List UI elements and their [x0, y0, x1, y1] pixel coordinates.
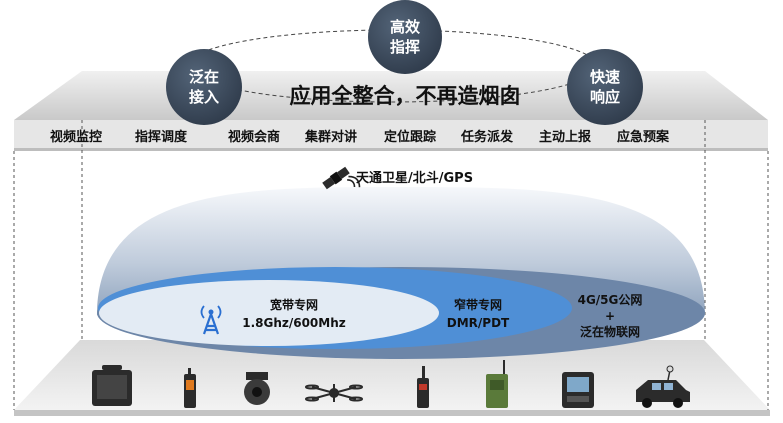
- handheld-radio-icon: [417, 366, 429, 408]
- narrowband-subtitle: DMR/PDT: [447, 316, 510, 330]
- capability-video-conference: 视频会商: [228, 129, 280, 145]
- dome-camera-icon: [244, 372, 270, 405]
- badge-response-line1: 快速: [590, 68, 620, 86]
- public-network-line2: +: [605, 309, 615, 323]
- satellite-label: 天通卫星/北斗/GPS: [356, 170, 473, 186]
- coverage-dome: [97, 186, 705, 359]
- badge-access-line1: 泛在: [189, 68, 219, 86]
- badge-efficient-command: [368, 0, 442, 74]
- dashed-frame: [13, 120, 769, 410]
- rugged-terminal-icon: [562, 372, 594, 408]
- capability-trunking-intercom: 集群对讲: [304, 129, 357, 145]
- broadband-frequency: 1.8Ghz/600Mhz: [242, 316, 346, 330]
- capability-emergency-plan: 应急预案: [617, 129, 670, 145]
- broadband-title: 宽带专网: [269, 297, 318, 312]
- capability-video-monitoring: 视频监控: [50, 129, 102, 145]
- capability-active-report: 主动上报: [539, 129, 592, 145]
- drone-icon: [305, 384, 363, 402]
- command-vehicle-icon: [636, 365, 690, 408]
- public-network-line3: 泛在物联网: [580, 324, 640, 339]
- badge-command-line2: 指挥: [390, 38, 420, 56]
- capability-task-dispatch: 任务派发: [460, 129, 514, 145]
- badge-rapid-response: [567, 49, 643, 125]
- rugged-phone-icon: [184, 368, 196, 408]
- satellite-icon: [322, 166, 361, 190]
- badge-ubiquitous-access: [166, 49, 242, 125]
- narrowband-title: 窄带专网: [454, 297, 502, 312]
- badge-command-line1: 高效: [390, 18, 421, 36]
- public-network-line1: 4G/5G公网: [578, 293, 643, 307]
- capability-dispatch: 指挥调度: [135, 129, 188, 145]
- slogan: 应用全整合，不再造烟囱: [290, 84, 521, 108]
- badge-access-line2: 接入: [189, 88, 219, 106]
- signal-tower-icon: [200, 305, 222, 335]
- manpack-radio-icon: [486, 360, 508, 408]
- broadband-network-ellipse: [99, 280, 439, 346]
- badge-response-line2: 响应: [590, 88, 620, 106]
- portable-case-device-icon: [92, 365, 132, 406]
- capability-positioning: 定位跟踪: [383, 129, 436, 145]
